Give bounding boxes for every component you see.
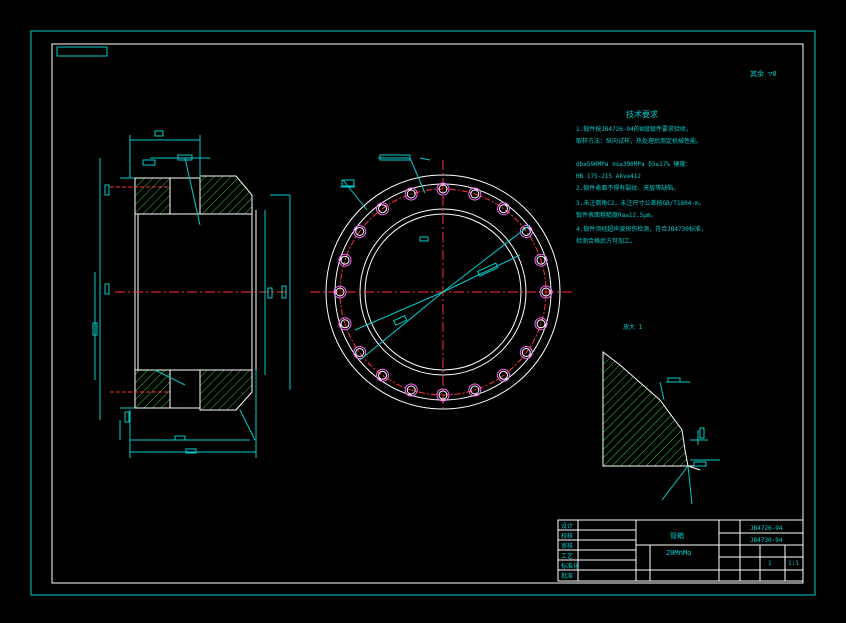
tech-line: 3.未注倒角C2，未注尺寸公差按GB/T1804-m， [576,199,705,207]
top-flange-hatch [134,177,171,215]
bolt-hole-inner [378,204,387,214]
bolt-hole-inner [536,319,546,329]
bolt-hole-inner [406,385,416,395]
tech-line: 2.锻件表面不得有裂纹、夹层等缺陷。 [576,184,679,192]
tech-line: 取样方法：纵向试样，热处理后测定机械性能。 [576,137,702,145]
section-view [92,130,291,458]
bolt-hole [436,182,450,196]
bolt-hole-inner [378,370,387,380]
inner-frame [51,43,804,584]
bolt-hole-inner [499,204,508,214]
title-block-row-label: 审核 [561,542,573,550]
bolt-hole [519,346,533,359]
bolt-hole [333,285,347,299]
bottom-flange-hatch [134,369,171,409]
drawing-number-box [56,46,108,57]
title-block-standard-2: JB4730-94 [750,537,783,544]
bolt-hole-inner [536,255,546,265]
tech-line: σb≥590MPa σs≥390MPa δ5≥17% 硬度： [576,160,692,168]
bolt-hole [497,202,510,216]
outer-frame [30,30,816,596]
bolt-hole [468,187,482,201]
bolt-hole [497,368,510,382]
bolt-hole [468,383,482,397]
bolt-holes [333,182,553,402]
title-block-material: 20MnMo [666,549,691,557]
tech-line: 锻件表面粗糙度Ra≤12.5μm。 [576,211,657,219]
bolt-hole [376,202,389,216]
bolt-hole [404,187,418,201]
bolt-hole-inner [406,189,416,199]
bolt-hole [539,285,553,299]
title-block-standard-1: JB4726-94 [750,525,783,532]
bolt-hole [338,317,352,331]
tech-line: 检测合格后方可加工。 [576,237,636,245]
tech-line: 1.锻件按JB4726-94的Ⅲ级锻件要求验收， [576,125,692,133]
bolt-hole-inner [521,348,531,357]
corner-roughness-note: 其余 ▽0 [750,69,777,78]
title-block-scale: 1:1 [788,560,799,567]
bolt-hole-inner [438,184,448,194]
tech-line: 4.锻件须经超声波探伤检测，符合JB4730标准， [576,225,707,233]
detail-label: 放大 I [623,323,643,331]
flange-front-view [310,154,575,410]
title-block-row-label: 校核 [561,532,573,540]
bolt-hole-inner [355,348,365,357]
bolt-hole-inner [340,319,350,329]
title-block-row-label: 批准 [561,572,573,580]
bottom-body-hatch [199,369,253,411]
bolt-hole-inner [541,287,551,297]
bolt-hole [376,368,389,382]
bolt-hole [353,225,367,238]
title-block [557,519,804,582]
bolt-hole-inner [470,189,480,199]
title-block-row-label: 标准化 [561,562,579,570]
bolt-hole [436,388,450,402]
tech-requirements: 技术要求 1.锻件按JB4726-94的Ⅲ级锻件要求验收， 取样方法：纵向试样，… [576,109,707,245]
bolt-hole-inner [470,385,480,395]
bolt-hole [519,225,533,238]
bolt-hole-inner [438,390,448,400]
title-block-row-label: 工艺 [561,552,573,560]
title-block-part-name: 管箱 [670,531,684,540]
title-block-row-label: 设计 [561,522,573,530]
tech-line: HB 175-215 Akv≥41J [576,173,641,180]
bolt-hole [534,317,548,331]
bolt-hole [353,346,367,359]
detail-hatch [602,350,689,467]
top-body-hatch [199,175,253,215]
bolt-hole-inner [355,227,365,236]
bolt-hole [534,253,548,267]
bolt-hole [338,253,352,267]
bolt-hole-inner [340,255,350,265]
bolt-hole-inner [499,370,508,380]
title-block-sheet: 1 [768,560,772,567]
detail-i-view [602,350,720,505]
bolt-hole-inner [335,287,345,297]
tech-requirements-title: 技术要求 [626,109,658,119]
bolt-hole [404,383,418,397]
